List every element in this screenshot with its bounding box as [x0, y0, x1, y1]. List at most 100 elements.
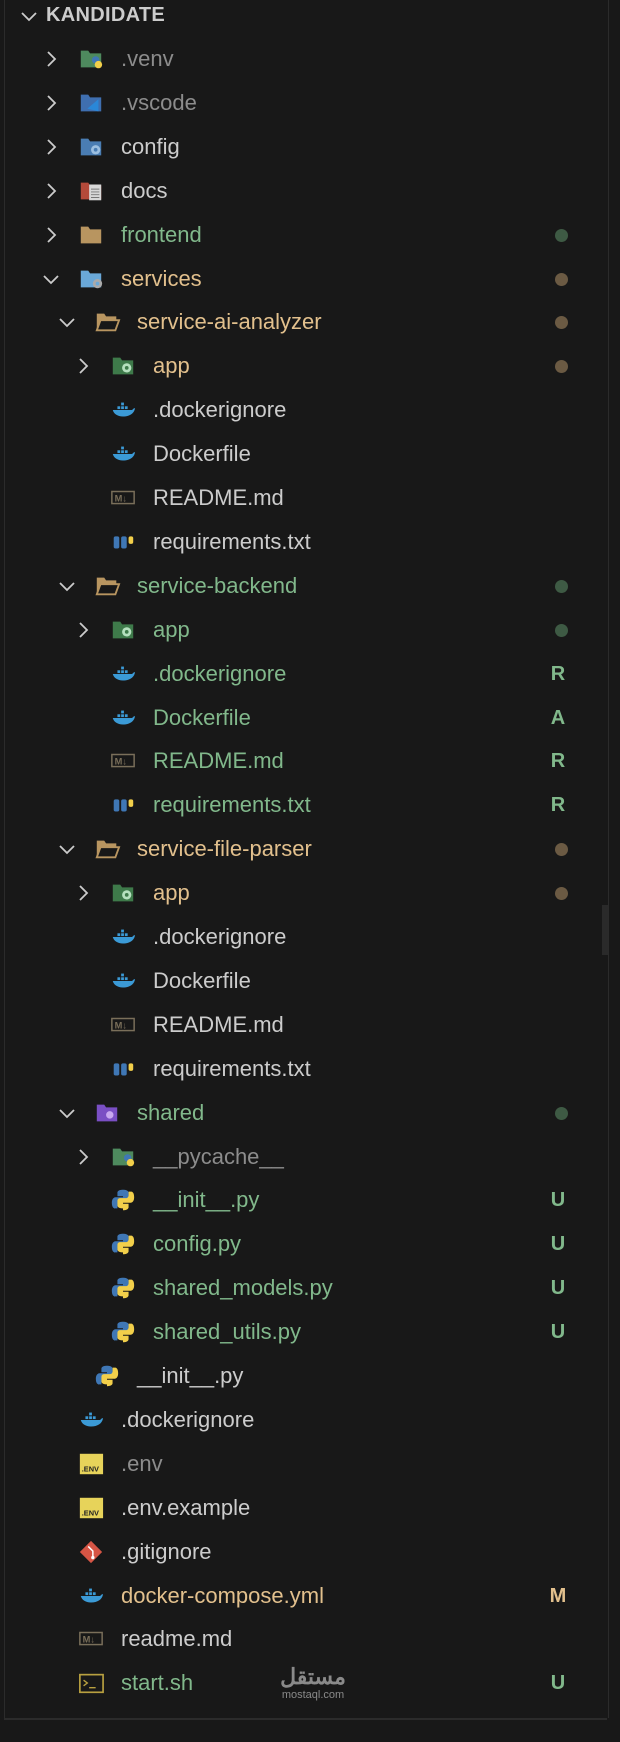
chevron-right-icon[interactable] [71, 881, 95, 905]
file-item[interactable]: Dockerfile [5, 432, 608, 476]
bottom-divider [4, 1718, 607, 1742]
scrollbar[interactable] [602, 905, 608, 955]
markdown-icon: M↓ [79, 1632, 103, 1646]
chevron-down-icon[interactable] [55, 1101, 79, 1125]
file-item[interactable]: M↓ readme.md [5, 1617, 608, 1661]
chevron-down-icon[interactable] [55, 574, 79, 598]
shared-folder-icon [96, 1104, 118, 1121]
item-label: shared_utils.py [153, 1319, 301, 1345]
markdown-icon: M↓ [111, 754, 135, 768]
file-item[interactable]: .dockerignore [5, 915, 608, 959]
git-status-badge: R [550, 750, 566, 773]
docker-icon [112, 929, 136, 944]
chevron-right-icon[interactable] [71, 618, 95, 642]
folder-item[interactable]: __pycache__ [5, 1135, 608, 1179]
folder-item[interactable]: app [5, 871, 608, 915]
docker-icon [112, 710, 136, 724]
file-item[interactable]: requirements.txt [5, 520, 608, 564]
item-label: .venv [121, 46, 174, 71]
docker-icon [112, 446, 136, 461]
watermark-arabic: مستقل [280, 1664, 346, 1689]
git-icon [79, 1540, 103, 1563]
chevron-right-icon[interactable] [39, 47, 63, 71]
svg-text:.ENV: .ENV [82, 1464, 99, 1473]
git-status-badge: A [550, 706, 566, 729]
svg-text:M↓: M↓ [115, 1021, 127, 1031]
item-label: .gitignore [121, 1538, 212, 1564]
chevron-right-icon[interactable] [39, 223, 63, 247]
watermark-logo: مستقل mostaql.com [273, 1664, 353, 1702]
svg-text:M↓: M↓ [115, 494, 127, 504]
python-folder-icon [80, 50, 103, 69]
chevron-down-icon[interactable] [39, 267, 63, 291]
item-label: readme.md [121, 1626, 233, 1652]
folder-item[interactable]: .venv [5, 37, 608, 81]
git-status-badge: U [550, 1277, 566, 1300]
folder-item[interactable]: service-backend [5, 564, 608, 608]
chevron-right-icon[interactable] [39, 135, 63, 159]
item-label: .dockerignore [153, 924, 287, 949]
folder-item[interactable]: config [5, 125, 608, 169]
git-status-badge: R [550, 662, 566, 685]
chevron-down-icon[interactable] [17, 4, 41, 28]
item-label: app [153, 880, 190, 906]
item-label: docs [121, 177, 168, 203]
item-label: docker-compose.yml [121, 1582, 324, 1608]
markdown-icon: M↓ [111, 1017, 135, 1032]
folder-item[interactable]: app [5, 344, 608, 388]
folder-item[interactable]: shared [5, 1091, 608, 1135]
folder-item[interactable]: frontend [5, 213, 608, 257]
chevron-right-icon[interactable] [71, 1145, 95, 1169]
file-item[interactable]: M↓ README.md [5, 1003, 608, 1047]
item-label: README.md [153, 748, 284, 774]
item-label: app [153, 616, 190, 642]
python-icon [111, 1321, 135, 1343]
folder-item[interactable]: services [5, 257, 608, 301]
file-item[interactable]: .dockerignore [5, 388, 608, 432]
chevron-right-icon[interactable] [71, 354, 95, 378]
file-item[interactable]: .ENV.env.example [5, 1486, 608, 1530]
markdown-icon: M↓ [111, 490, 135, 505]
folder-item[interactable]: service-ai-analyzer [5, 300, 608, 344]
docs-folder-icon [80, 182, 102, 200]
chevron-down-icon[interactable] [55, 310, 79, 334]
folder-item[interactable]: app [5, 608, 608, 652]
folder-item[interactable]: service-file-parser [5, 827, 608, 871]
file-item[interactable]: __init__.py [5, 1354, 608, 1398]
file-item[interactable]: .dockerignore [5, 1398, 608, 1442]
item-label: README.md [153, 1011, 284, 1037]
file-item[interactable]: M↓ README.md R [5, 739, 608, 783]
folder-item[interactable]: docs [5, 169, 608, 213]
folder-item[interactable]: .vscode [5, 81, 608, 125]
folder-icon [80, 226, 102, 243]
requirements-icon [113, 536, 134, 549]
python-icon [111, 1190, 135, 1211]
file-item[interactable]: .gitignore [5, 1530, 608, 1574]
file-item[interactable]: requirements.txt [5, 1047, 608, 1091]
chevron-right-icon[interactable] [39, 179, 63, 203]
item-label: .dockerignore [153, 660, 287, 686]
item-label: config.py [153, 1231, 242, 1257]
chevron-down-icon[interactable] [55, 837, 79, 861]
docker-icon [80, 1588, 104, 1602]
docker-icon [80, 1412, 104, 1427]
file-item[interactable]: .dockerignore R [5, 652, 608, 696]
file-item[interactable]: Dockerfile [5, 959, 608, 1003]
git-status-dot [555, 360, 568, 374]
file-item[interactable]: M↓README.md [5, 476, 608, 520]
item-label: service-file-parser [137, 836, 312, 862]
git-status-dot [555, 887, 568, 901]
env-icon: .ENV [79, 1453, 104, 1475]
file-item[interactable]: .ENV.env [5, 1442, 608, 1486]
services-folder-icon [80, 270, 103, 288]
chevron-right-icon[interactable] [39, 91, 63, 115]
